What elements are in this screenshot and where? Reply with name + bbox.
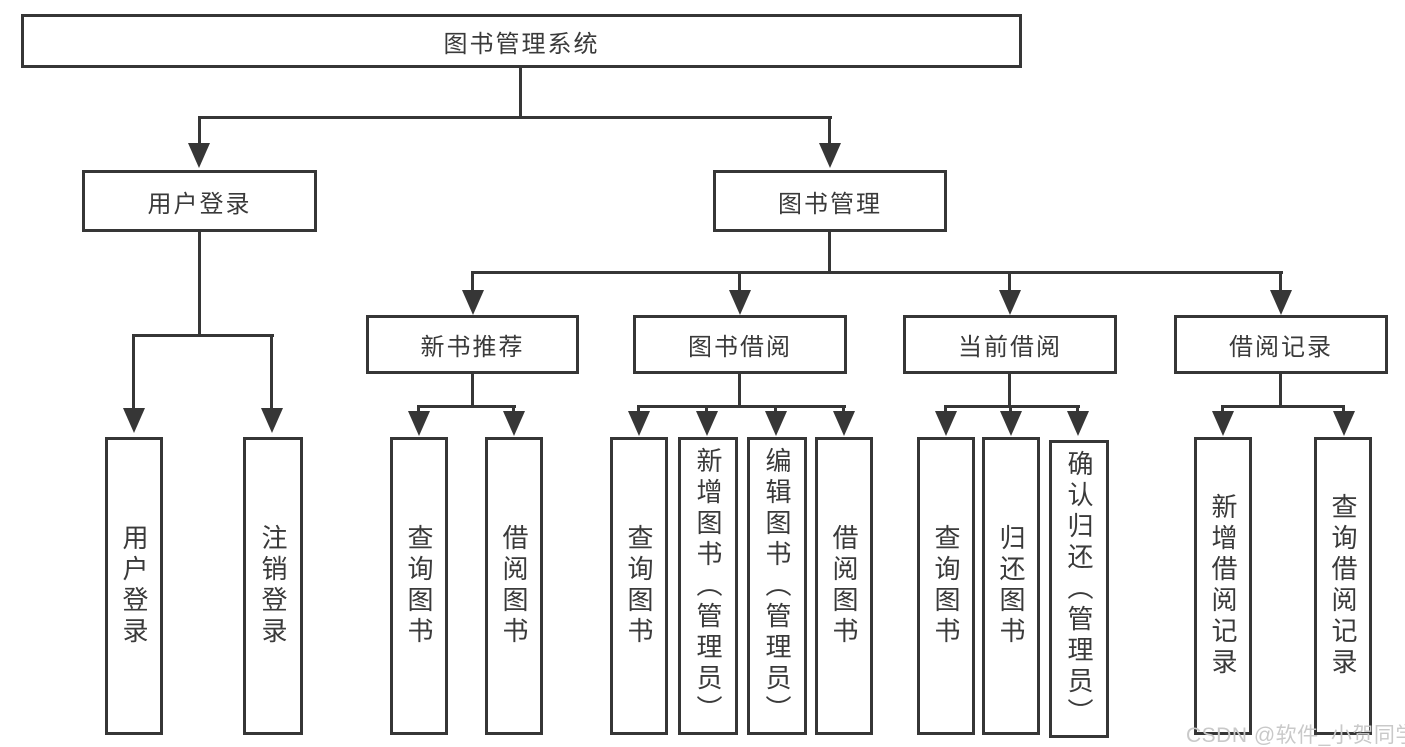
leaf-borrow-books-label: 借阅图书 bbox=[829, 524, 859, 648]
leaf-query-books-borrowing: 查询图书 bbox=[610, 437, 668, 735]
node-current-borrowing: 当前借阅 bbox=[903, 315, 1117, 374]
node-book-borrowing-label: 图书借阅 bbox=[688, 334, 792, 361]
leaf-logout-login-label: 注销登录 bbox=[258, 524, 288, 648]
arrow-down-icon bbox=[999, 290, 1021, 315]
arrow-down-icon bbox=[729, 290, 751, 315]
leaf-query-books-recommend-label: 查询图书 bbox=[404, 524, 434, 648]
connector-line bbox=[1279, 271, 1282, 295]
connector-line bbox=[198, 116, 832, 119]
connector-line bbox=[471, 271, 474, 295]
connector-line bbox=[638, 405, 846, 408]
connector-line bbox=[1008, 271, 1011, 295]
leaf-query-borrow-record-label: 查询借阅记录 bbox=[1328, 493, 1358, 679]
leaf-edit-books-admin: 编辑图书（管理员） bbox=[747, 437, 807, 735]
connector-line bbox=[270, 334, 273, 412]
leaf-add-borrow-record-label: 新增借阅记录 bbox=[1208, 493, 1238, 679]
leaf-borrow-books-recommend-label: 借阅图书 bbox=[499, 524, 529, 648]
connector-line bbox=[472, 271, 1283, 274]
watermark-text: CSDN @软件_小贺同学 bbox=[1186, 724, 1405, 747]
arrow-down-icon bbox=[1067, 411, 1089, 436]
connector-line bbox=[418, 405, 516, 408]
leaf-query-books-current: 查询图书 bbox=[917, 437, 975, 735]
connector-line bbox=[132, 334, 135, 412]
node-user-login: 用户登录 bbox=[82, 170, 317, 232]
node-new-book-recommend-label: 新书推荐 bbox=[420, 334, 525, 361]
connector-line bbox=[828, 116, 831, 148]
arrow-down-icon bbox=[408, 411, 430, 436]
arrow-down-icon bbox=[1270, 290, 1292, 315]
arrow-down-icon bbox=[696, 411, 718, 436]
leaf-confirm-return-admin: 确认归还（管理员） bbox=[1049, 440, 1109, 738]
connector-line bbox=[519, 66, 522, 118]
leaf-logout-login: 注销登录 bbox=[243, 437, 303, 735]
connector-line bbox=[828, 230, 831, 273]
arrow-down-icon bbox=[1333, 411, 1355, 436]
arrow-down-icon bbox=[188, 143, 210, 168]
connector-line bbox=[1222, 405, 1345, 408]
node-book-management-label: 图书管理 bbox=[778, 190, 882, 218]
leaf-add-borrow-record: 新增借阅记录 bbox=[1194, 437, 1252, 735]
connector-line bbox=[198, 116, 201, 148]
arrow-down-icon bbox=[261, 408, 283, 433]
leaf-borrow-books: 借阅图书 bbox=[815, 437, 873, 735]
arrow-down-icon bbox=[1000, 411, 1022, 436]
node-book-borrowing: 图书借阅 bbox=[633, 315, 847, 374]
node-borrow-records-label: 借阅记录 bbox=[1229, 334, 1333, 361]
connector-line bbox=[471, 372, 474, 408]
leaf-edit-books-admin-label: 编辑图书（管理员） bbox=[762, 446, 792, 726]
arrow-down-icon bbox=[833, 411, 855, 436]
leaf-user-login: 用户登录 bbox=[105, 437, 163, 735]
leaf-query-books-recommend: 查询图书 bbox=[390, 437, 448, 735]
leaf-confirm-return-admin-label: 确认归还（管理员） bbox=[1064, 449, 1094, 729]
node-library-system-label: 图书管理系统 bbox=[443, 30, 600, 58]
node-borrow-records: 借阅记录 bbox=[1174, 315, 1388, 374]
arrow-down-icon bbox=[628, 411, 650, 436]
connector-line bbox=[1279, 372, 1282, 408]
connector-line bbox=[738, 372, 741, 408]
arrow-down-icon bbox=[819, 143, 841, 168]
leaf-return-books: 归还图书 bbox=[982, 437, 1040, 735]
connector-line bbox=[1008, 372, 1011, 408]
arrow-down-icon bbox=[765, 411, 787, 436]
connector-line bbox=[738, 271, 741, 295]
connector-line bbox=[945, 405, 1080, 408]
node-new-book-recommend: 新书推荐 bbox=[366, 315, 579, 374]
leaf-user-login-label: 用户登录 bbox=[119, 524, 149, 648]
leaf-query-borrow-record: 查询借阅记录 bbox=[1314, 437, 1372, 735]
leaf-query-books-current-label: 查询图书 bbox=[931, 524, 961, 648]
leaf-add-books-admin: 新增图书（管理员） bbox=[678, 437, 738, 735]
node-current-borrowing-label: 当前借阅 bbox=[958, 334, 1062, 361]
arrow-down-icon bbox=[503, 411, 525, 436]
arrow-down-icon bbox=[123, 408, 145, 433]
node-book-management: 图书管理 bbox=[713, 170, 947, 232]
arrow-down-icon bbox=[935, 411, 957, 436]
node-library-system: 图书管理系统 bbox=[21, 14, 1022, 68]
leaf-query-books-borrowing-label: 查询图书 bbox=[624, 524, 654, 648]
arrow-down-icon bbox=[462, 290, 484, 315]
arrow-down-icon bbox=[1212, 411, 1234, 436]
leaf-return-books-label: 归还图书 bbox=[996, 524, 1026, 648]
node-user-login-label: 用户登录 bbox=[147, 190, 252, 218]
leaf-add-books-admin-label: 新增图书（管理员） bbox=[693, 446, 723, 726]
connector-line bbox=[198, 230, 201, 336]
leaf-borrow-books-recommend: 借阅图书 bbox=[485, 437, 543, 735]
connector-line bbox=[133, 334, 274, 337]
